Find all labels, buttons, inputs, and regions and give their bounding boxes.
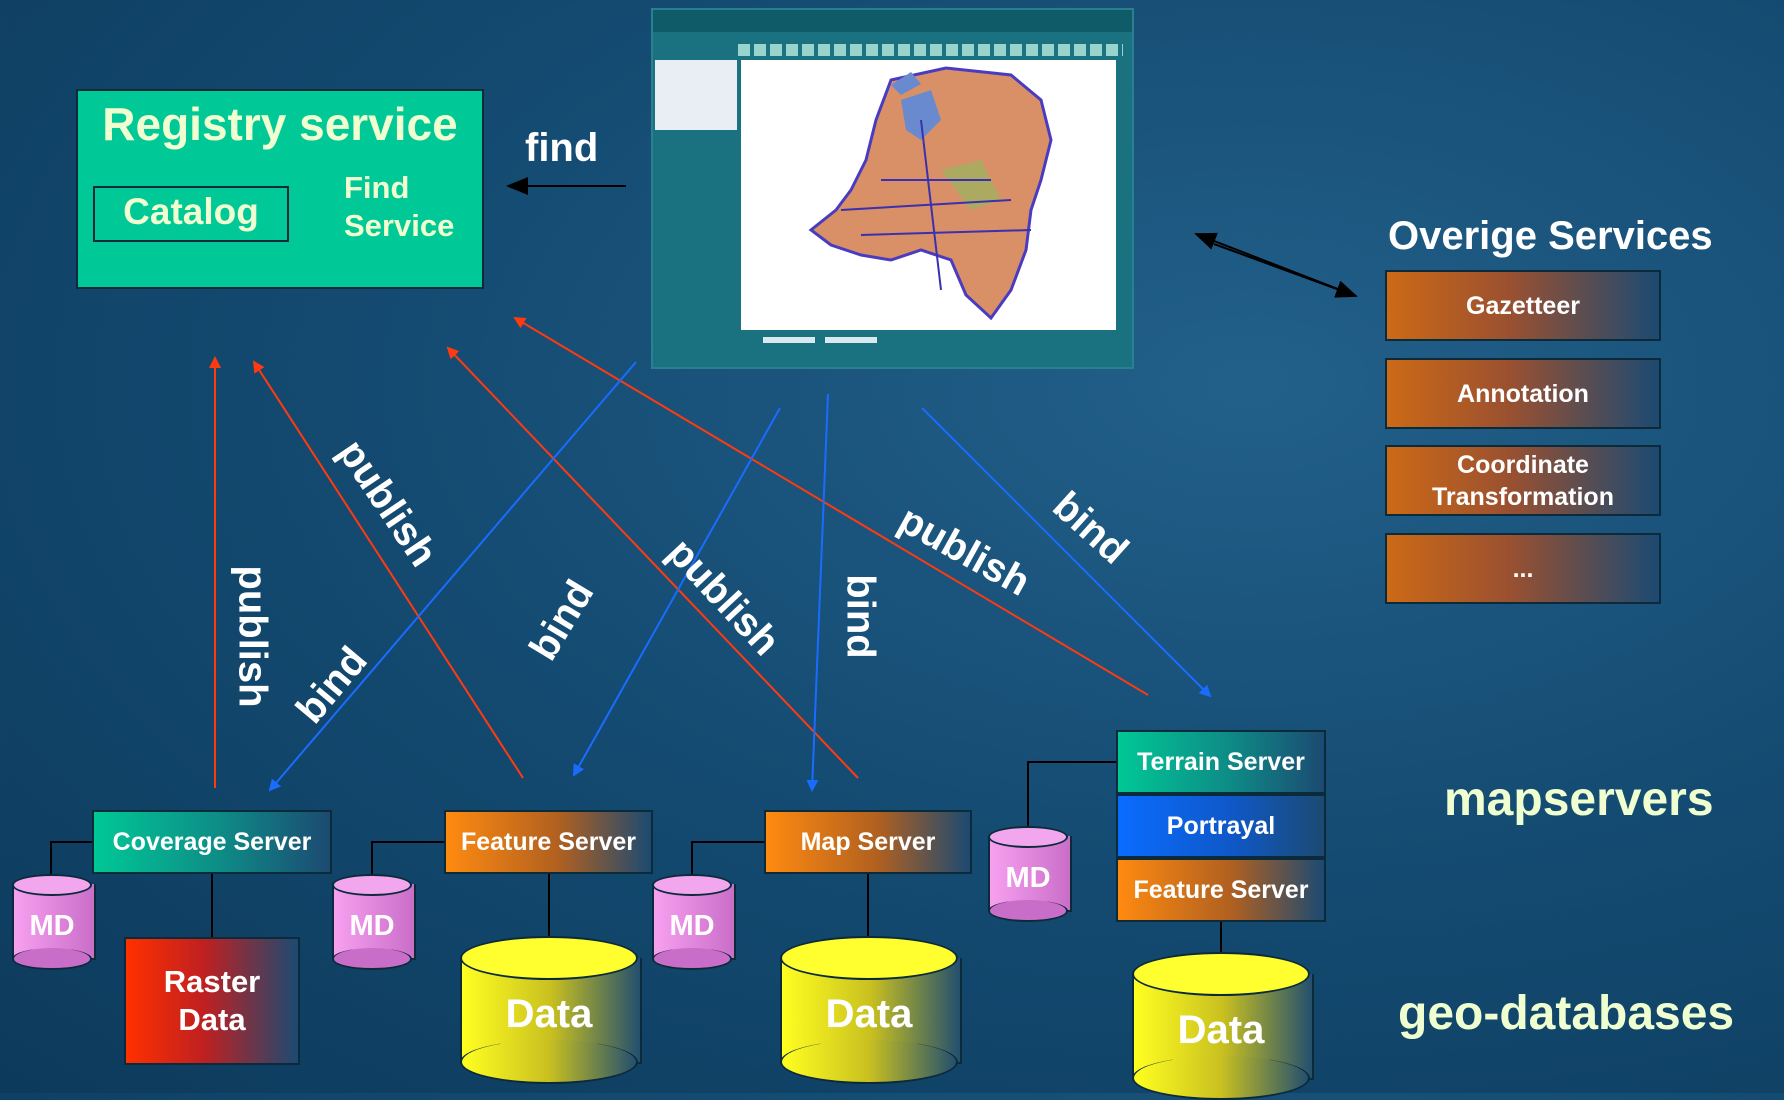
md-top: [652, 874, 732, 896]
md-cylinder-terrain: MD: [988, 826, 1072, 922]
connector-terrain-md: [1027, 761, 1116, 830]
data-top: [460, 936, 638, 980]
registry-service-box: Registry service Catalog Find Service: [76, 89, 484, 289]
data-top: [780, 936, 958, 980]
overige-link-arrow-back: [1194, 232, 1357, 297]
data-bottom: [460, 1040, 638, 1084]
data-top: [1132, 952, 1310, 996]
overige-services-heading: Overige Services: [1388, 214, 1713, 258]
viewer-button-2: [825, 337, 877, 343]
find-service-line2: Service: [344, 208, 455, 243]
data-label: Data: [505, 992, 593, 1036]
connector-map-md: [691, 841, 764, 878]
viewer-buttons: [763, 330, 893, 346]
viewer-titlebar: [653, 10, 1132, 32]
publish-arrow-map: [446, 346, 859, 779]
netherlands-map-image: [808, 66, 1053, 321]
find-service-label: Find Service: [344, 169, 454, 245]
bind-arrow-feature: [573, 407, 781, 777]
data-cylinder-terrain: Data: [1132, 952, 1314, 1100]
md-label: MD: [1005, 862, 1051, 894]
data-cylinder-feature: Data: [460, 936, 642, 1084]
bind-label-map: bind: [838, 574, 883, 659]
bind-arrow-terrain: [921, 407, 1212, 698]
coverage-server-box: Coverage Server: [92, 810, 332, 874]
more-services-box: ...: [1385, 533, 1661, 604]
viewer-button-1: [763, 337, 815, 343]
connector-feature-md: [371, 841, 444, 878]
data-bottom: [1132, 1056, 1310, 1100]
viewer-toolbar: [738, 44, 1123, 56]
gazetteer-box: Gazetteer: [1385, 270, 1661, 341]
geo-databases-label: geo-databases: [1398, 987, 1735, 1040]
portrayal-box: Portrayal: [1116, 794, 1326, 858]
md-bottom: [12, 948, 92, 970]
data-cylinder-map: Data: [780, 936, 962, 1084]
data-label: Data: [1177, 1008, 1265, 1052]
raster-data-line2: Data: [178, 1002, 246, 1037]
md-bottom: [652, 948, 732, 970]
md-cylinder-coverage: MD: [12, 874, 96, 970]
feature-server-box: Feature Server: [444, 810, 653, 874]
md-label: MD: [669, 910, 715, 942]
md-label: MD: [29, 910, 75, 942]
terrain-server-box: Terrain Server: [1116, 730, 1326, 794]
find-label: find: [525, 126, 599, 170]
md-bottom: [988, 900, 1068, 922]
coordinate-transformation-box: Coordinate Transformation: [1385, 445, 1661, 516]
md-cylinder-map: MD: [652, 874, 736, 970]
md-cylinder-feature: MD: [332, 874, 416, 970]
connector-coverage-md: [50, 841, 92, 878]
raster-data-box: Raster Data: [124, 937, 300, 1065]
terrain-feature-server-box: Feature Server: [1116, 858, 1326, 922]
publish-arrow-feature: [252, 360, 524, 779]
registry-title: Registry service: [102, 98, 458, 150]
bind-arrow-coverage: [268, 361, 637, 792]
find-service-line1: Find: [344, 170, 410, 205]
md-top: [12, 874, 92, 896]
data-bottom: [780, 1040, 958, 1084]
md-label: MD: [349, 910, 395, 942]
annotation-box: Annotation: [1385, 358, 1661, 429]
bind-arrow-map: [806, 393, 829, 792]
publish-label-coverage: publish: [230, 565, 275, 708]
md-bottom: [332, 948, 412, 970]
viewer-layer-panel: [655, 60, 737, 130]
catalog-box: Catalog: [93, 186, 289, 242]
mapservers-label: mapservers: [1444, 773, 1714, 826]
client-map-viewer: [651, 8, 1134, 369]
viewer-map-area: [741, 60, 1116, 330]
md-top: [332, 874, 412, 896]
raster-data-line1: Raster: [163, 964, 261, 999]
data-label: Data: [825, 992, 913, 1036]
map-server-box: Map Server: [764, 810, 972, 874]
md-top: [988, 826, 1068, 848]
